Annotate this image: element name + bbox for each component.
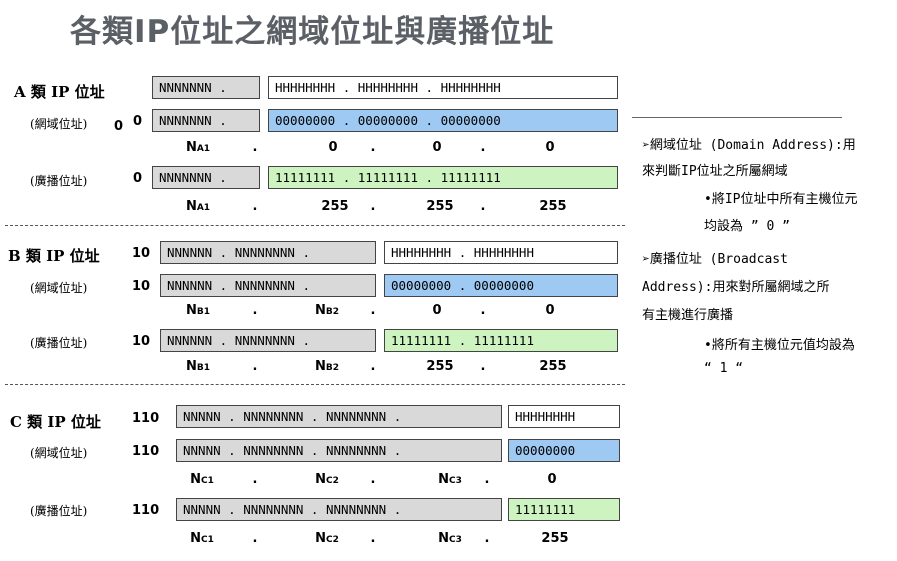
dot-label: . xyxy=(484,531,490,546)
octet-label: NC3 xyxy=(438,472,462,487)
octet-value: 255 xyxy=(426,359,454,374)
section-divider xyxy=(5,225,625,226)
class-a-network-field: NNNNNNN . xyxy=(152,76,260,99)
class-a-bc-prefix: 0 xyxy=(133,171,143,186)
class-a-bc-label: (廣播位址) xyxy=(30,174,88,188)
octet-value: 255 xyxy=(541,531,569,546)
dot-label: . xyxy=(480,359,486,374)
octet-value: 255 xyxy=(426,199,454,214)
class-c-label: C 類 IP 位址 xyxy=(10,413,101,431)
octet-label: NC1 xyxy=(190,472,214,487)
class-b-network-field: NNNNNN . NNNNNNNN . xyxy=(160,241,376,264)
note-domain-line1: ➢網域位址 (Domain Address):用 xyxy=(642,138,856,153)
class-b-net-prefix: 10 xyxy=(132,279,151,294)
class-c-net-network-field: NNNNN . NNNNNNNN . NNNNNNNN . xyxy=(176,439,502,462)
class-c-prefix: 110 xyxy=(132,411,160,426)
notes-divider xyxy=(632,117,842,118)
note-broadcast-line1: ➢廣播位址 (Broadcast xyxy=(642,252,788,267)
octet-label: NB2 xyxy=(314,303,340,318)
dot-label: . xyxy=(252,199,258,214)
class-a-bc-host-field: 11111111 . 11111111 . 11111111 xyxy=(268,166,618,189)
class-a-extra-zero: 0 xyxy=(114,119,124,134)
page-title: 各類IP位址之網域位址與廣播位址 xyxy=(70,14,555,50)
octet-value: 255 xyxy=(321,199,349,214)
class-a-host-field: HHHHHHHH . HHHHHHHH . HHHHHHHH xyxy=(268,76,618,99)
dot-label: . xyxy=(480,199,486,214)
octet-label: NC1 xyxy=(190,531,214,546)
dot-label: . xyxy=(252,359,258,374)
class-c-net-label: (網域位址) xyxy=(30,446,88,460)
class-a-net-network-field: NNNNNNN . xyxy=(152,109,260,132)
class-b-bc-network-field: NNNNNN . NNNNNNNN . xyxy=(160,329,376,352)
class-b-label: B 類 IP 位址 xyxy=(8,247,100,265)
dot-label: . xyxy=(370,472,376,487)
dot-label: . xyxy=(484,472,490,487)
octet-label: NB2 xyxy=(314,359,340,374)
class-c-net-host-field: 00000000 xyxy=(508,439,620,462)
octet-label: NB1 xyxy=(185,359,211,374)
octet-label: NA1 xyxy=(185,140,211,155)
class-c-bc-host-field: 11111111 xyxy=(508,498,620,521)
class-b-host-field: HHHHHHHH . HHHHHHHH xyxy=(384,241,618,264)
class-b-net-label: (網域位址) xyxy=(30,281,88,295)
dot-label: . xyxy=(370,359,376,374)
dot-label: . xyxy=(480,303,486,318)
note-broadcast-sub-line2: “ 1 “ xyxy=(704,361,744,376)
class-b-net-network-field: NNNNNN . NNNNNNNN . xyxy=(160,274,376,297)
class-c-bc-prefix: 110 xyxy=(132,503,160,518)
dot-label: . xyxy=(370,140,376,155)
class-b-bc-prefix: 10 xyxy=(132,334,151,349)
class-b-bc-host-field: 11111111 . 11111111 xyxy=(384,329,618,352)
class-a-label: A 類 IP 位址 xyxy=(14,83,105,101)
note-domain-line2: 來判斷IP位址之所屬網域 xyxy=(642,164,788,179)
octet-label: NC2 xyxy=(315,531,339,546)
class-c-host-field: HHHHHHHH xyxy=(508,405,620,428)
class-c-network-field: NNNNN . NNNNNNNN . NNNNNNNN . xyxy=(176,405,502,428)
note-broadcast-line2: Address):用來對所屬網域之所 xyxy=(642,280,830,295)
note-domain-sub-line1: •將IP位址中所有主機位元 xyxy=(704,192,858,207)
octet-label: NC2 xyxy=(315,472,339,487)
class-c-bc-network-field: NNNNN . NNNNNNNN . NNNNNNNN . xyxy=(176,498,502,521)
class-a-net-label: (網域位址) xyxy=(30,117,88,131)
dot-label: . xyxy=(252,303,258,318)
class-b-prefix: 10 xyxy=(132,246,151,261)
class-c-net-prefix: 110 xyxy=(132,444,160,459)
class-c-bc-label: (廣播位址) xyxy=(30,504,88,518)
note-domain-sub-line2: 均設為 ” 0 ” xyxy=(704,219,790,234)
note-broadcast-line3: 有主機進行廣播 xyxy=(642,308,734,323)
section-divider xyxy=(5,384,625,385)
octet-value: 255 xyxy=(539,199,567,214)
dot-label: . xyxy=(252,472,258,487)
octet-label: NB1 xyxy=(185,303,211,318)
octet-value: 0 xyxy=(547,472,557,487)
octet-value: 0 xyxy=(545,140,555,155)
note-broadcast-sub-line1: •將所有主機位元值均設為 xyxy=(704,338,855,353)
dot-label: . xyxy=(370,303,376,318)
octet-value: 0 xyxy=(328,140,338,155)
class-b-bc-label: (廣播位址) xyxy=(30,336,88,350)
class-a-net-host-field: 00000000 . 00000000 . 00000000 xyxy=(268,109,618,132)
dot-label: . xyxy=(252,531,258,546)
class-a-bc-network-field: NNNNNNN . xyxy=(152,166,260,189)
class-a-net-prefix: 0 xyxy=(133,114,143,129)
dot-label: . xyxy=(252,140,258,155)
class-b-net-host-field: 00000000 . 00000000 xyxy=(384,274,618,297)
dot-label: . xyxy=(370,199,376,214)
octet-value: 0 xyxy=(545,303,555,318)
dot-label: . xyxy=(480,140,486,155)
octet-label: NC3 xyxy=(438,531,462,546)
dot-label: . xyxy=(370,531,376,546)
octet-value: 255 xyxy=(539,359,567,374)
octet-label: NA1 xyxy=(185,199,211,214)
octet-value: 0 xyxy=(432,140,442,155)
octet-value: 0 xyxy=(432,303,442,318)
